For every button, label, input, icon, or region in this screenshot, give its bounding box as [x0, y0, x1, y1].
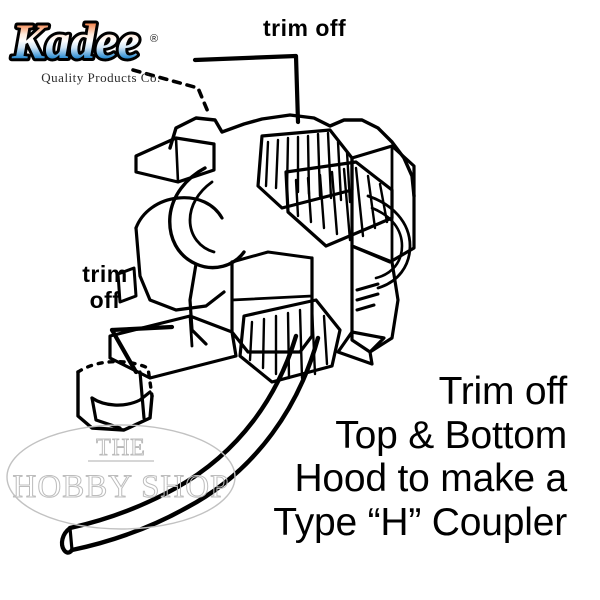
right-lower-body [350, 244, 400, 354]
serration-hatch-bottom [248, 305, 329, 380]
trim-off-detail-right-wall [138, 370, 146, 420]
slot-a [355, 282, 380, 292]
knuckle-inner [188, 180, 216, 254]
top-hood-outline [168, 113, 416, 198]
instruction-line-1: Trim off [438, 370, 568, 413]
instruction-line-4: Type “H” Coupler [273, 501, 567, 545]
kadee-logo: Kadee Kadee ® Quality Products Co. [6, 12, 186, 90]
serrated-block-bottom [238, 298, 342, 384]
trim-off-detail-inner [90, 390, 152, 407]
lower-left-body-2 [134, 196, 224, 230]
callout-trim-off-left-line2: off [89, 287, 121, 314]
slot-c [355, 303, 376, 312]
leader-line-top [192, 53, 301, 125]
kadee-wordmark: Kadee Kadee [8, 12, 143, 70]
upper-left-lug-edge [174, 136, 180, 184]
callout-trim-off-left: trim off [68, 262, 142, 312]
kadee-tagline: Quality Products Co. [41, 70, 161, 85]
dashed-leader-logo [131, 68, 210, 114]
kadee-wordmark-fill: Kadee [11, 13, 140, 69]
spring-loop-inner [370, 206, 404, 280]
instruction-line-3: Hood to make a [294, 457, 567, 501]
leader-line-left [109, 327, 139, 375]
main-shank-top [230, 250, 314, 264]
slot-b [355, 292, 380, 302]
knuckle-outline [168, 166, 246, 270]
main-shank-mid-line [230, 294, 314, 302]
callout-trim-off-left-line1: trim [82, 261, 128, 287]
callout-trim-off-top: trim off [263, 15, 347, 41]
serration-hatch-mid [294, 166, 389, 242]
curved-hood-strip-cap [59, 525, 75, 555]
left-side-lug [116, 266, 138, 304]
lower-left-body [134, 226, 226, 312]
right-tail-tab [336, 330, 386, 366]
curved-hood-strip-end [68, 526, 74, 552]
instruction-line-2: Top & Bottom [335, 413, 567, 457]
base-plate-edge [188, 314, 194, 348]
kadee-wordmark-outline: Kadee [11, 13, 140, 69]
spring-loop-outer [366, 194, 412, 290]
instruction-text-block: Trim off Top & Bottom Hood to make a Typ… [273, 370, 567, 545]
registered-trademark-icon: ® [150, 33, 159, 45]
